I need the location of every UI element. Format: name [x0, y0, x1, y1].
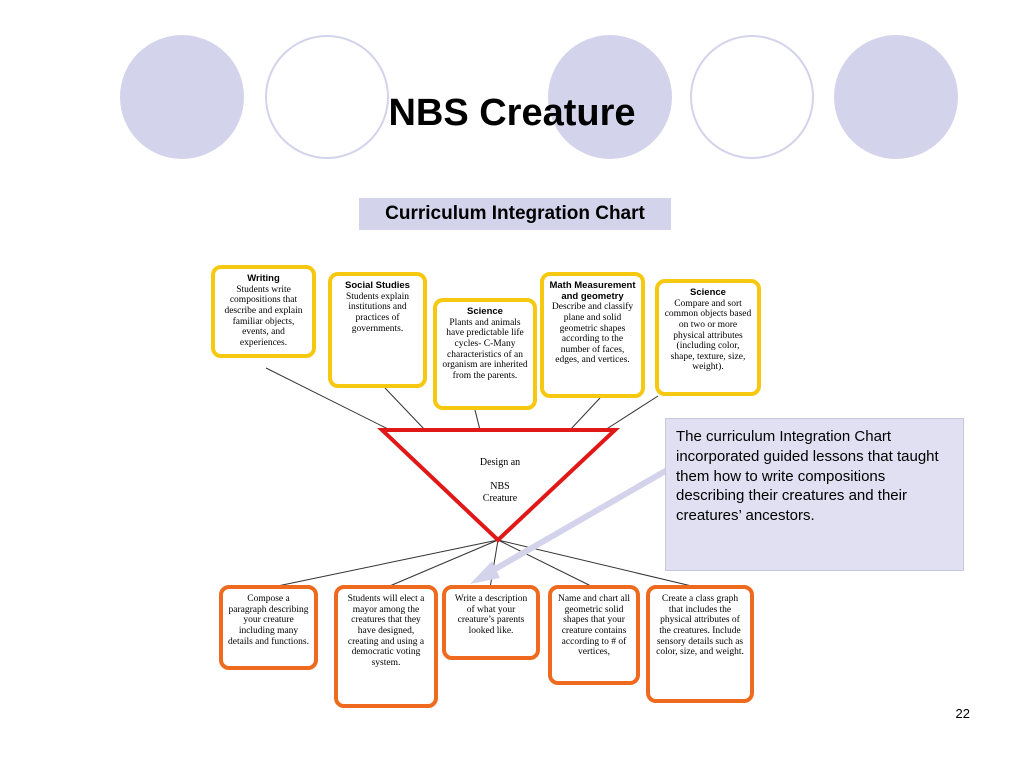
- center-line-2: NBS: [490, 481, 510, 492]
- activity-box-paragraph: Compose a paragraph describing your crea…: [219, 585, 318, 670]
- activity-box-parents: Write a description of what your creatur…: [442, 585, 540, 660]
- connector-line: [604, 395, 659, 431]
- box-heading: Science: [467, 306, 503, 317]
- connector-line: [267, 539, 499, 589]
- activity-box-mayor: Students will elect a mayor among the cr…: [334, 585, 438, 708]
- box-text: Create a class graph that includes the p…: [656, 594, 744, 658]
- box-text: Name and chart all geometric solid shape…: [557, 594, 630, 658]
- decor-circle: [548, 35, 672, 159]
- connector-line: [497, 539, 596, 589]
- chart-subtitle: Curriculum Integration Chart: [359, 198, 671, 230]
- callout-arrow-head: [470, 561, 500, 584]
- design-creature-label: Design an NBS Creature: [440, 457, 560, 505]
- standard-box-writing: Writing Students write compositions that…: [211, 265, 316, 358]
- connector-line: [489, 539, 499, 589]
- box-text: Compose a paragraph describing your crea…: [228, 594, 309, 647]
- standard-box-science-attributes: Science Compare and sort common objects …: [655, 279, 761, 396]
- decor-circle: [834, 35, 958, 159]
- box-text: Students explain institutions and practi…: [345, 291, 410, 334]
- box-heading: Writing: [247, 273, 280, 284]
- callout-arrow-shaft: [488, 455, 690, 575]
- slide-title: NBS Creature: [388, 92, 636, 134]
- standard-box-science-life-cycles: Science Plants and animals have predicta…: [433, 298, 537, 410]
- standard-box-social-studies: Social Studies Students explain institut…: [328, 272, 427, 388]
- connector-line: [384, 539, 499, 589]
- box-text: Compare and sort common objects based on…: [664, 298, 752, 373]
- activity-box-geometry: Name and chart all geometric solid shape…: [548, 585, 640, 685]
- box-text: Plants and animals have predictable life…: [442, 317, 528, 381]
- box-text: Students will elect a mayor among the cr…: [347, 594, 425, 668]
- standard-box-math: Math Measurement and geometry Describe a…: [540, 272, 645, 398]
- connector-line: [265, 367, 391, 431]
- decor-circle: [690, 35, 814, 159]
- box-heading: Social Studies: [345, 280, 410, 291]
- box-text: Write a description of what your creatur…: [454, 594, 528, 636]
- connector-line: [474, 409, 481, 431]
- decor-circle: [120, 35, 244, 159]
- connector-line: [569, 397, 601, 431]
- design-triangle: [376, 428, 621, 543]
- box-text: Students write compositions that describ…: [224, 284, 303, 348]
- callout-note: The curriculum Integration Chart incorpo…: [665, 418, 964, 571]
- center-line-3: Creature: [482, 493, 518, 504]
- box-heading: Science: [690, 287, 726, 298]
- connector-line: [384, 387, 426, 431]
- decor-circle: [265, 35, 389, 159]
- page-number: 22: [955, 706, 970, 721]
- box-text: Describe and classify plane and solid ge…: [551, 302, 634, 366]
- activity-box-class-graph: Create a class graph that includes the p…: [646, 585, 754, 703]
- box-heading: Math Measurement and geometry: [549, 280, 636, 302]
- center-line-1: Design an: [479, 457, 521, 468]
